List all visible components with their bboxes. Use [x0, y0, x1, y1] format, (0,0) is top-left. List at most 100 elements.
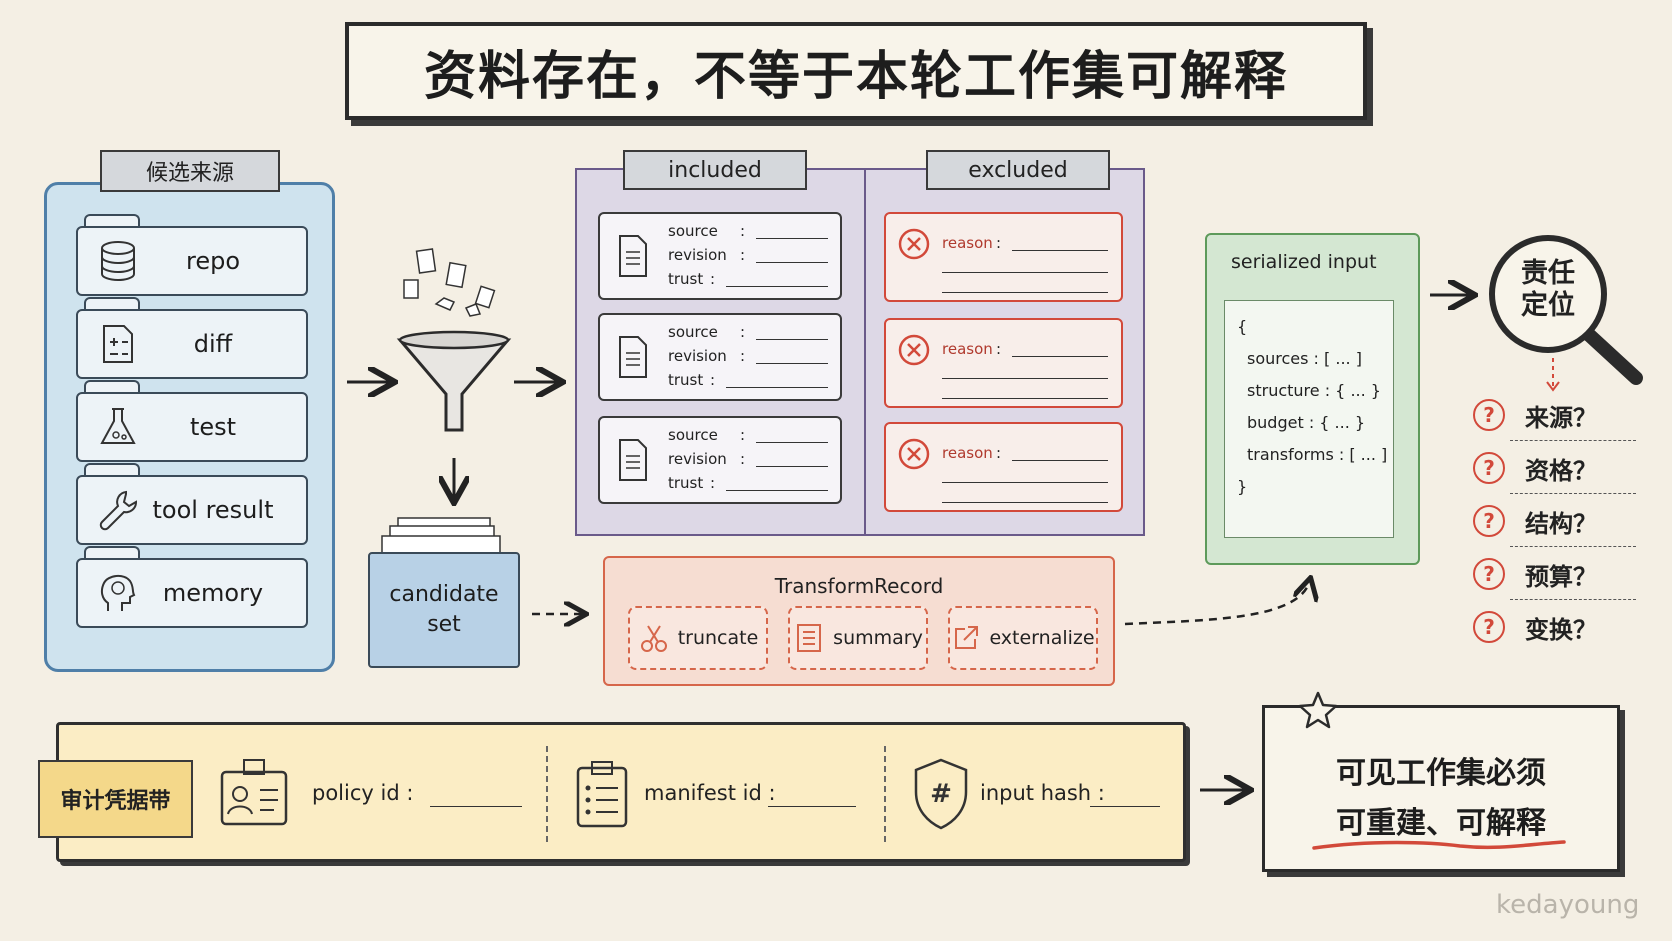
- blank-line: [726, 490, 828, 491]
- dashed-divider: [1510, 546, 1636, 547]
- code-line: transforms : [ ... ]: [1247, 445, 1388, 464]
- blank-line: [756, 262, 828, 263]
- reject-x-icon: [898, 438, 930, 470]
- source-item-test[interactable]: test: [76, 392, 308, 462]
- blank-line: [756, 466, 828, 467]
- manifest-id-blank: [768, 806, 856, 807]
- external-link-icon: [955, 626, 979, 649]
- watermark: kedayoung: [1496, 890, 1640, 920]
- funnel-icon: [396, 248, 512, 432]
- question-mark-icon: ?: [1473, 399, 1505, 431]
- source-item-label: diff: [193, 330, 233, 358]
- question-label: 资格？: [1525, 456, 1597, 485]
- responsibility-line-2: 定位: [1521, 290, 1575, 321]
- question-budget: ? 预算？: [1473, 554, 1613, 594]
- included-tab[interactable]: included: [623, 150, 807, 190]
- excluded-card[interactable]: reason :: [884, 212, 1123, 302]
- document-icon: [619, 336, 647, 378]
- trust-field: trust: [668, 474, 704, 492]
- document-icon: [619, 439, 647, 481]
- excluded-tab[interactable]: excluded: [926, 150, 1110, 190]
- colon: :: [710, 270, 716, 288]
- summary-label: summary: [833, 627, 923, 649]
- included-card[interactable]: source : revision : trust :: [598, 313, 842, 401]
- question-mark-icon: ?: [1473, 558, 1505, 590]
- source-item-repo[interactable]: repo: [76, 226, 308, 296]
- summary-button[interactable]: summary: [788, 606, 928, 670]
- diff-doc-icon: [103, 325, 133, 363]
- dashed-divider: [1510, 440, 1636, 441]
- blank-line: [756, 363, 828, 364]
- revision-field: revision: [668, 347, 727, 365]
- source-item-memory[interactable]: memory: [76, 558, 308, 628]
- folder-tab: [84, 297, 140, 309]
- included-card[interactable]: source : revision : trust :: [598, 416, 842, 504]
- question-mark-icon: ?: [1473, 505, 1505, 537]
- question-mark-icon: ?: [1473, 611, 1505, 643]
- clipboard-list-icon: [576, 761, 628, 828]
- blank-line: [756, 339, 828, 340]
- serialized-input-content: { sources : [ ... ] structure : { ... } …: [1224, 300, 1394, 538]
- transform-record-title: TransformRecord: [774, 574, 944, 598]
- folder-tab: [84, 463, 140, 475]
- source-field: source: [668, 222, 718, 240]
- colon: :: [740, 222, 746, 240]
- code-line: }: [1237, 477, 1248, 496]
- colon: :: [740, 426, 746, 444]
- source-item-tool-result[interactable]: tool result: [76, 475, 308, 545]
- truncate-label: truncate: [677, 627, 759, 649]
- policy-id-label: policy id :: [312, 781, 414, 805]
- reject-x-icon: [898, 228, 930, 260]
- reason-field: reason: [942, 234, 993, 252]
- colon: :: [996, 340, 1002, 358]
- question-structure: ? 结构？: [1473, 501, 1613, 541]
- dashed-divider: [884, 746, 886, 842]
- colon: :: [996, 444, 1002, 462]
- colon: :: [710, 371, 716, 389]
- blank-line: [942, 378, 1108, 379]
- code-line: {: [1237, 317, 1248, 336]
- audit-tag-label: 审计凭据带: [60, 789, 171, 814]
- manifest-id-label: manifest id :: [644, 781, 776, 805]
- blank-line: [1012, 250, 1108, 251]
- document-icon: [619, 235, 647, 277]
- externalize-label: externalize: [989, 627, 1095, 649]
- blank-line: [942, 482, 1108, 483]
- revision-field: revision: [668, 246, 727, 264]
- truncate-button[interactable]: truncate: [628, 606, 768, 670]
- blank-line: [942, 398, 1108, 399]
- hash-shield-icon: #: [914, 758, 968, 830]
- colon: :: [740, 347, 746, 365]
- trust-field: trust: [668, 270, 704, 288]
- externalize-button[interactable]: externalize: [948, 606, 1098, 670]
- candidate-set-folder: candidate set: [368, 552, 520, 668]
- conclusion-line-1: 可见工作集必须: [1336, 756, 1546, 791]
- question-label: 结构？: [1525, 509, 1597, 538]
- question-transform: ? 变换？: [1473, 607, 1613, 647]
- responsibility-line-1: 责任: [1521, 258, 1575, 289]
- blank-line: [942, 292, 1108, 293]
- source-item-diff[interactable]: diff: [76, 309, 308, 379]
- excluded-card[interactable]: reason :: [884, 422, 1123, 512]
- included-card[interactable]: source : revision : trust :: [598, 212, 842, 300]
- database-icon: [101, 241, 135, 281]
- colon: :: [740, 323, 746, 341]
- question-label: 变换？: [1525, 615, 1597, 644]
- candidate-set-label-2: set: [427, 612, 461, 637]
- dashed-divider: [546, 746, 548, 842]
- magnifier-icon: [1489, 235, 1643, 385]
- blank-line: [1012, 356, 1108, 357]
- trust-field: trust: [668, 371, 704, 389]
- colon: :: [710, 474, 716, 492]
- excluded-card[interactable]: reason :: [884, 318, 1123, 408]
- candidate-sources-label: 候选来源: [145, 161, 234, 186]
- audit-credential-band: [56, 722, 1186, 862]
- page-title: 资料存在，不等于本轮工作集可解释: [423, 46, 1288, 107]
- candidate-set-label-1: candidate: [389, 582, 499, 607]
- question-mark-icon: ?: [1473, 452, 1505, 484]
- question-label: 预算？: [1525, 562, 1597, 591]
- blank-line: [756, 238, 828, 239]
- input-hash-label: input hash :: [980, 781, 1105, 805]
- question-eligibility: ? 资格？: [1473, 448, 1613, 488]
- blank-line: [756, 442, 828, 443]
